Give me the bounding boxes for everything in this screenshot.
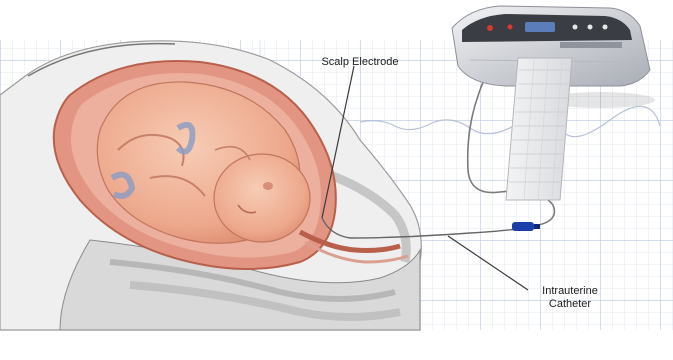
intrauterine-catheter-label-line2: Catheter bbox=[549, 298, 591, 310]
intrauterine-catheter-label: Intrauterine Catheter bbox=[520, 285, 620, 311]
scalp-electrode-label: Scalp Electrode bbox=[300, 56, 420, 69]
monitor-printout bbox=[506, 58, 572, 200]
intrauterine-catheter-label-line1: Intrauterine bbox=[542, 285, 598, 297]
